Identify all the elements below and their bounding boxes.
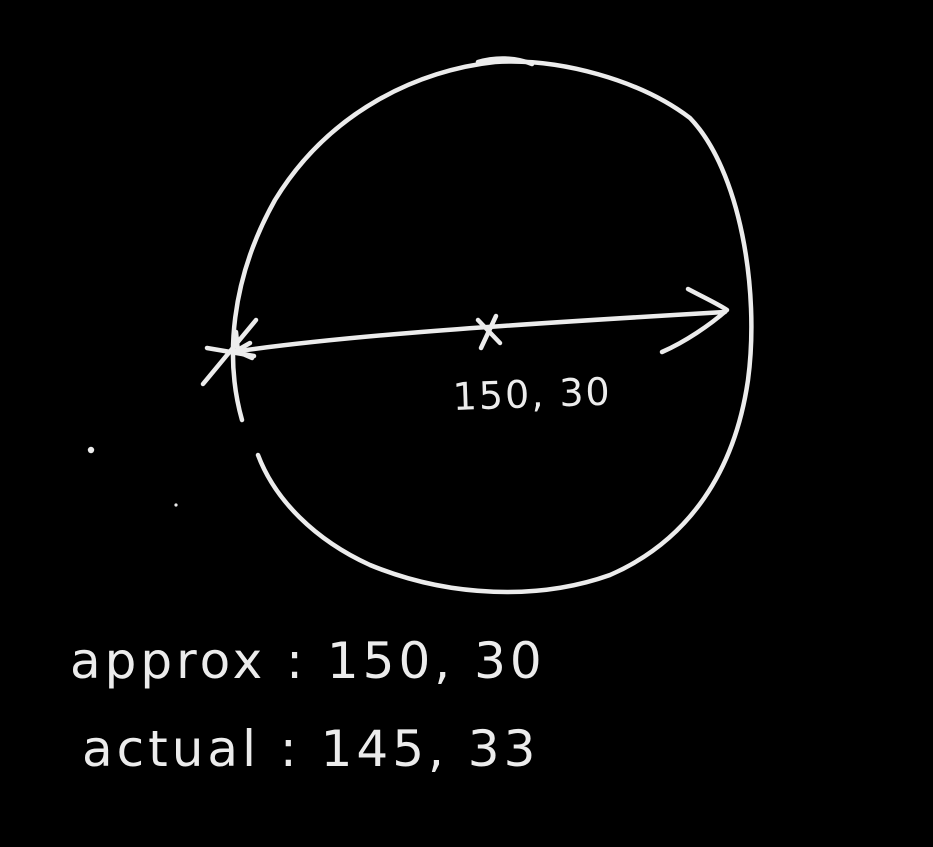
circle-arc-main bbox=[230, 59, 754, 595]
arrow-head-right bbox=[659, 286, 730, 355]
stray-dot-2 bbox=[174, 503, 178, 507]
actual-note: actual : 145, 33 bbox=[82, 720, 540, 778]
approx-note: approx : 150, 30 bbox=[70, 632, 546, 690]
diameter-line bbox=[229, 309, 728, 355]
stray-dot-1 bbox=[87, 446, 95, 454]
center-coordinate-label: 150, 30 bbox=[451, 369, 613, 419]
circle-top-overlap bbox=[475, 56, 535, 67]
center-x-mark bbox=[475, 313, 503, 351]
arrow-head-left bbox=[233, 340, 255, 361]
